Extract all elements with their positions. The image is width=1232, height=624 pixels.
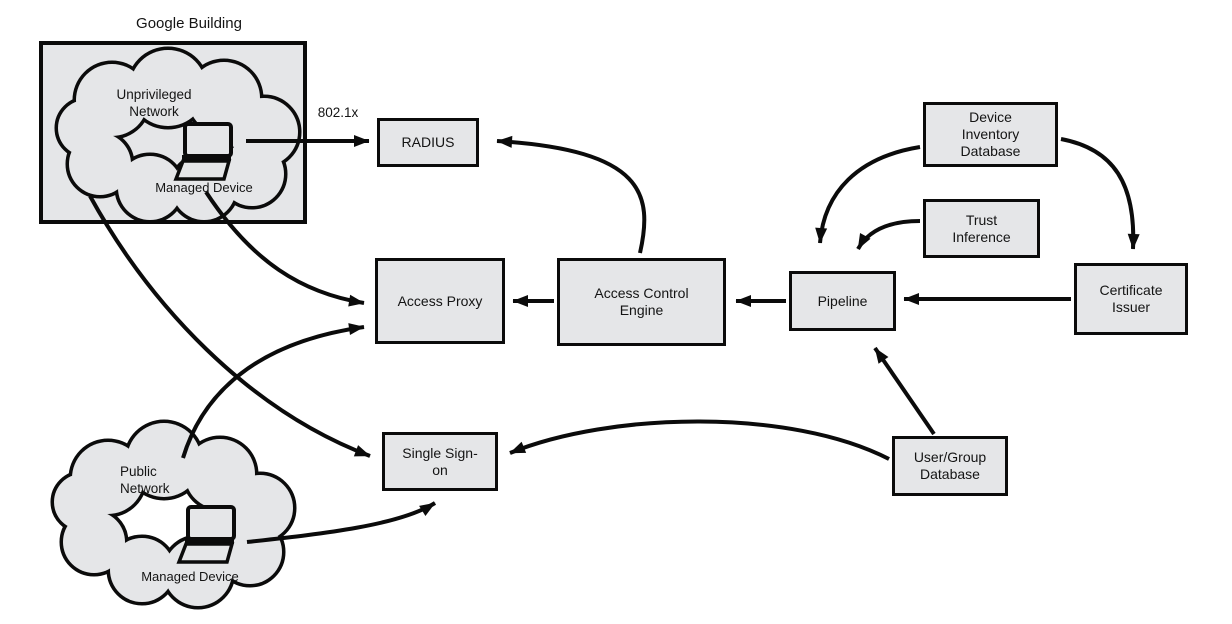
google-building-label: Google Building: [136, 15, 242, 32]
laptop-icon: [173, 122, 233, 181]
node-certificate-issuer: Certificate Issuer: [1074, 263, 1188, 335]
managed-device-label: Managed Device: [155, 180, 253, 195]
node-user-group-database: User/Group Database: [892, 436, 1008, 496]
node-pipeline: Pipeline: [789, 271, 896, 331]
node-trust-inference: Trust Inference: [923, 199, 1040, 258]
node-radius: RADIUS: [377, 118, 479, 167]
dot1x-edge-label: 802.1x: [317, 105, 359, 120]
node-device-inventory-database: Device Inventory Database: [923, 102, 1058, 167]
node-access-proxy: Access Proxy: [375, 258, 505, 344]
node-access-control-engine: Access Control Engine: [557, 258, 726, 346]
arrow-device-inventory-to-cert-issuer: [1060, 137, 1140, 250]
laptop-icon: [176, 505, 236, 564]
arrow-device2-to-sso: [246, 501, 437, 544]
arrow-user-group-to-pipeline: [873, 346, 936, 436]
public-network-label: Public Network: [120, 464, 170, 496]
arrow-device-inventory-to-pipeline: [815, 145, 921, 244]
unprivileged-network-label: Unprivileged Network: [116, 87, 192, 119]
managed-device-label: Managed Device: [141, 569, 239, 584]
arrow-trust-inference-to-pipeline: [856, 219, 921, 251]
arrow-unprivileged-cloud-to-sso: [88, 195, 371, 458]
node-single-sign-on: Single Sign- on: [382, 432, 498, 491]
arrow-ace-to-radius: [496, 135, 647, 254]
arrow-public-cloud-to-access-proxy: [181, 323, 365, 459]
arrow-user-group-to-sso: [509, 419, 890, 461]
unprivileged-network-cloud: [54, 46, 302, 224]
arrow-device1-to-access-proxy: [204, 190, 365, 307]
